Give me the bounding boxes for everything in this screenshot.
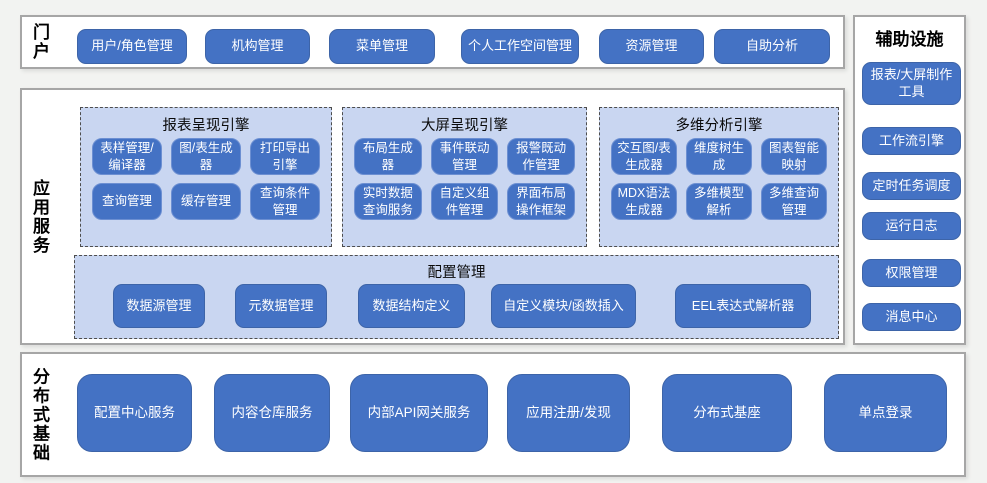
olap-analysis-engine-grid: 交互图/表生成器 维度树生成 图表智能映射 MDX语法生成器 多维模型解析 多维… <box>600 134 838 231</box>
olap-analysis-engine-panel: 多维分析引擎 交互图/表生成器 维度树生成 图表智能映射 MDX语法生成器 多维… <box>599 107 839 247</box>
node-custom-module-function-insertion: 自定义模块/函数插入 <box>491 284 636 328</box>
node-report-style-manager-compiler: 表样管理/编译器 <box>92 138 162 175</box>
config-management-title: 配置管理 <box>427 265 486 281</box>
portal-node-org-management: 机构管理 <box>205 29 310 64</box>
app-services-section-label: 应用服务 <box>30 178 49 255</box>
node-permission-management: 权限管理 <box>862 259 961 287</box>
portal-section: 门户 用户/角色管理 机构管理 菜单管理 个人工作空间管理 资源管理 自助分析 <box>20 15 845 69</box>
report-render-engine-grid: 表样管理/编译器 图/表生成器 打印导出引擎 查询管理 缓存管理 查询条件管理 <box>81 134 331 231</box>
node-query-management: 查询管理 <box>92 183 162 220</box>
node-metadata-management: 元数据管理 <box>235 284 327 328</box>
node-data-structure-definition: 数据结构定义 <box>358 284 465 328</box>
portal-node-self-service-analysis: 自助分析 <box>714 29 830 64</box>
node-custom-component-management: 自定义组件管理 <box>430 183 499 220</box>
node-multidim-query-management: 多维查询管理 <box>761 183 827 220</box>
report-render-engine-title: 报表呈现引擎 <box>162 118 250 134</box>
node-app-registration-discovery: 应用注册/发现 <box>507 374 630 452</box>
node-multidim-model-parsing: 多维模型解析 <box>686 183 752 220</box>
portal-section-label: 门户 <box>30 23 49 61</box>
node-mdx-syntax-generator: MDX语法生成器 <box>611 183 677 220</box>
node-realtime-data-query-service: 实时数据查询服务 <box>354 183 422 220</box>
node-dimension-tree-generation: 维度树生成 <box>686 138 752 175</box>
report-render-engine-panel: 报表呈现引擎 表样管理/编译器 图/表生成器 打印导出引擎 查询管理 缓存管理 … <box>80 107 332 247</box>
distributed-foundation-label: 分布式基础 <box>30 367 49 462</box>
node-query-condition-management: 查询条件管理 <box>250 183 320 220</box>
dashboard-render-engine-panel: 大屏呈现引擎 布局生成器 事件联动管理 报警既动作管理 实时数据查询服务 自定义… <box>342 107 587 247</box>
portal-node-resource-management: 资源管理 <box>599 29 704 64</box>
node-content-repository-service: 内容仓库服务 <box>214 374 330 452</box>
node-report-dashboard-authoring-tool: 报表/大屏制作工具 <box>862 62 961 105</box>
node-workflow-engine: 工作流引擎 <box>862 127 961 155</box>
config-management-panel: 配置管理 数据源管理 元数据管理 数据结构定义 自定义模块/函数插入 EEL表达… <box>74 255 839 339</box>
auxiliary-facilities-section: 辅助设施 报表/大屏制作工具 工作流引擎 定时任务调度 运行日志 权限管理 消息… <box>853 15 966 345</box>
node-internal-api-gateway-service: 内部API网关服务 <box>350 374 488 452</box>
dashboard-render-engine-grid: 布局生成器 事件联动管理 报警既动作管理 实时数据查询服务 自定义组件管理 界面… <box>343 134 586 231</box>
dashboard-render-engine-title: 大屏呈现引擎 <box>421 118 508 134</box>
olap-analysis-engine-title: 多维分析引擎 <box>675 118 763 134</box>
node-cache-management: 缓存管理 <box>171 183 241 220</box>
node-distributed-base: 分布式基座 <box>662 374 792 452</box>
node-print-export-engine: 打印导出引擎 <box>250 138 320 175</box>
node-message-center: 消息中心 <box>862 303 961 331</box>
node-eel-expression-parser: EEL表达式解析器 <box>675 284 811 328</box>
node-interactive-chart-table-generator: 交互图/表生成器 <box>611 138 677 175</box>
portal-node-menu-management: 菜单管理 <box>329 29 435 64</box>
auxiliary-facilities-label: 辅助设施 <box>875 30 944 49</box>
portal-node-user-role-management: 用户/角色管理 <box>77 29 187 64</box>
node-run-logs: 运行日志 <box>862 212 961 240</box>
node-ui-layout-operation-framework: 界面布局操作框架 <box>507 183 575 220</box>
node-alarm-action-management: 报警既动作管理 <box>507 138 575 175</box>
node-layout-generator: 布局生成器 <box>354 138 422 175</box>
node-chart-smart-mapping: 图表智能映射 <box>761 138 827 175</box>
distributed-foundation-section: 分布式基础 配置中心服务 内容仓库服务 内部API网关服务 应用注册/发现 分布… <box>20 352 966 477</box>
portal-node-personal-workspace-management: 个人工作空间管理 <box>461 29 579 64</box>
node-config-center-service: 配置中心服务 <box>77 374 192 452</box>
node-single-sign-on: 单点登录 <box>824 374 947 452</box>
app-services-section: 应用服务 报表呈现引擎 表样管理/编译器 图/表生成器 打印导出引擎 查询管理 … <box>20 88 845 345</box>
node-scheduled-task-scheduling: 定时任务调度 <box>862 172 961 200</box>
node-chart-table-generator: 图/表生成器 <box>171 138 241 175</box>
node-datasource-management: 数据源管理 <box>113 284 205 328</box>
node-event-linkage-management: 事件联动管理 <box>430 138 499 175</box>
